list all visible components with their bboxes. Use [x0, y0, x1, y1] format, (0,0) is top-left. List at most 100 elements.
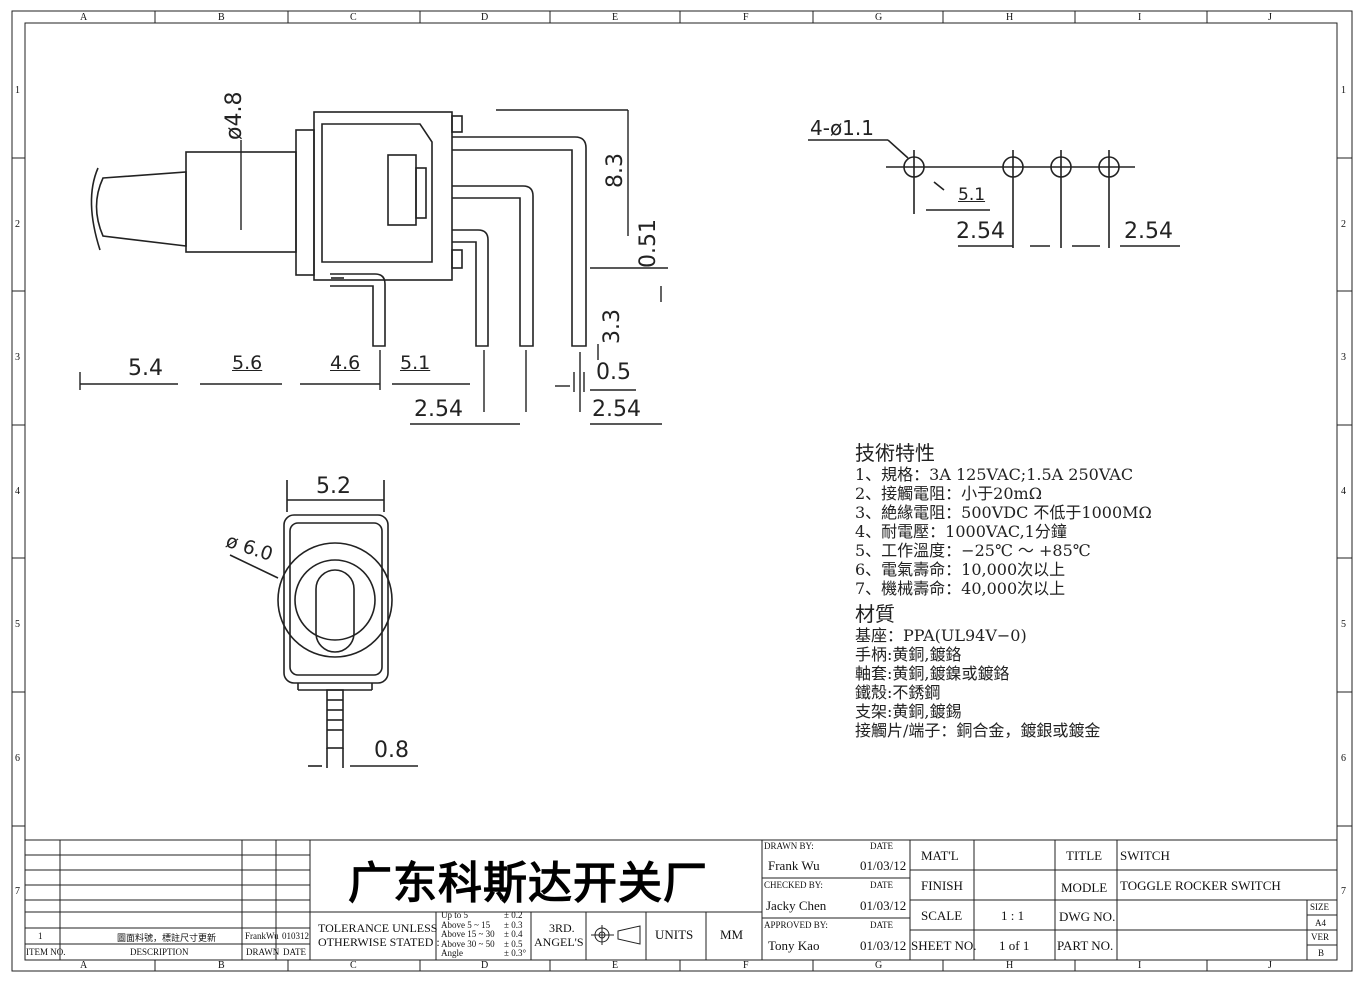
col-label: A: [80, 960, 88, 971]
dim-hole-254-right: 2.54: [1124, 219, 1173, 244]
rev-description: 圖面料號，標註尺寸更新: [117, 933, 217, 943]
tol-value: ± 0.3: [504, 919, 523, 930]
tol-value: ± 0.3°: [504, 948, 527, 959]
col-label: J: [1268, 960, 1272, 971]
row-label: 1: [1341, 85, 1346, 96]
side-view-dim-lines: [79, 109, 668, 425]
material-item: 鐵殼:不銹鋼: [855, 683, 941, 702]
sheet-value: 1 of 1: [999, 938, 1030, 953]
outer-border: [11, 10, 1353, 972]
model-value: TOGGLE ROCKER SWITCH: [1120, 878, 1281, 893]
row-label: 6: [15, 753, 20, 764]
col-label: I: [1138, 12, 1142, 23]
size-value: A4: [1315, 918, 1326, 928]
row-label: 4: [1341, 486, 1346, 497]
item-no-header: ITEM NO.: [26, 947, 66, 957]
matl-label: MAT'L: [921, 848, 959, 863]
spec-item: 5、工作溫度：−25℃ ～ +85℃: [855, 541, 1091, 560]
spec-item: 4、耐電壓：1000VAC,1分鐘: [855, 522, 1067, 541]
dim-08: 0.8: [374, 738, 409, 763]
dim-254-left: 2.54: [414, 397, 463, 422]
tolerance-ranges: Up to 5 Above 5 ~ 15 Above 15 ~ 30 Above…: [441, 910, 495, 959]
col-label: E: [612, 960, 619, 971]
dim-hole-51: 5.1: [958, 185, 986, 205]
row-label: 3: [15, 352, 20, 363]
approved-date: 01/03/12: [860, 938, 907, 953]
tol-range: Angle: [441, 948, 463, 959]
sheet-label: SHEET NO.: [911, 938, 977, 953]
company-name: 广东科斯达开关厂: [348, 858, 708, 909]
dim-hole-254-left: 2.54: [956, 219, 1005, 244]
row-label: 4: [15, 486, 20, 497]
row-label: 6: [1341, 753, 1346, 764]
col-label: D: [481, 12, 489, 23]
drawn-header: DRAWN: [246, 947, 280, 957]
drawn-by-label: DRAWN BY:: [764, 841, 814, 851]
tol-value: ± 0.2: [504, 910, 523, 920]
date-label-3: DATE: [870, 920, 893, 930]
date-label-2: DATE: [870, 880, 893, 890]
material-item: 基座：PPA(UL94V−0): [855, 626, 1027, 645]
scale-value: 1 : 1: [1001, 908, 1025, 923]
col-label: I: [1138, 960, 1142, 971]
dim-56: 5.6: [232, 352, 263, 374]
dim-05: 0.5: [596, 360, 631, 385]
row-label: 2: [1341, 219, 1346, 230]
dim-254-right: 2.54: [592, 397, 641, 422]
row-label: 5: [1341, 619, 1346, 630]
tolerance-line1: TOLERANCE UNLESS: [318, 921, 438, 935]
checked-by: Jacky Chen: [766, 898, 827, 913]
row-label: 7: [1341, 886, 1346, 897]
scale-label: SCALE: [921, 908, 963, 923]
tol-range: Above 5 ~ 15: [441, 919, 491, 930]
spec-item: 2、接觸電阻：小于20mΩ: [855, 484, 1042, 503]
side-view-drawing: [90, 111, 587, 347]
finish-label: FINISH: [921, 878, 963, 893]
col-label: F: [743, 960, 749, 971]
col-label: G: [875, 960, 883, 971]
materials-heading: 材質: [855, 602, 895, 626]
spec-item: 3、絶緣電阻：500VDC 不低于1000MΩ: [855, 503, 1152, 522]
row-label: 7: [15, 886, 20, 897]
col-label: H: [1006, 960, 1014, 971]
rev-item: 1: [38, 931, 43, 941]
angle-label-1: 3RD.: [549, 921, 575, 935]
tolerance-line2: OTHERWISE STATED :: [318, 935, 440, 949]
angle-label-2: ANGEL'S: [534, 935, 584, 949]
row-label: 1: [15, 85, 20, 96]
part-no-label: PART NO.: [1057, 938, 1114, 953]
dim-051: 0.51: [636, 219, 661, 268]
ver-label: VER: [1311, 932, 1329, 942]
row-label: 3: [1341, 352, 1346, 363]
size-label: SIZE: [1310, 902, 1329, 912]
dim-51: 5.1: [400, 352, 431, 374]
model-label: MODLE: [1061, 880, 1108, 895]
title-value: SWITCH: [1120, 848, 1170, 863]
material-item: 手柄:黄銅,鍍鉻: [855, 645, 962, 664]
approved-by: Tony Kao: [768, 938, 820, 953]
checked-date: 01/03/12: [860, 898, 907, 913]
tolerance-values: ± 0.2 ± 0.3 ± 0.4 ± 0.5 ± 0.3°: [504, 910, 527, 959]
drawn-by: Frank Wu: [768, 858, 820, 873]
col-label: G: [875, 12, 883, 23]
col-label: B: [218, 960, 225, 971]
front-view-drawing: [229, 480, 418, 768]
spec-item: 1、規格：3A 125VAC;1.5A 250VAC: [855, 465, 1134, 484]
material-item: 接觸片/端子：銅合金，鍍銀或鍍金: [855, 721, 1101, 740]
tol-range: Above 30 ~ 50: [441, 938, 495, 949]
spec-item: 7、機械壽命：40,000次以上: [855, 579, 1066, 598]
dim-holes: 4-ø1.1: [810, 116, 874, 140]
title-label: TITLE: [1066, 848, 1103, 863]
rev-drawn: FrankWu: [245, 931, 279, 941]
col-label: B: [218, 12, 225, 23]
row-label: 5: [15, 619, 20, 630]
units-value: MM: [720, 927, 744, 942]
material-item: 軸套:黄銅,鍍鎳或鍍鉻: [855, 664, 1010, 683]
date-header: DATE: [283, 947, 306, 957]
col-label: J: [1268, 12, 1272, 23]
col-label: H: [1006, 12, 1014, 23]
rev-date: 010312: [282, 931, 309, 941]
tol-range: Up to 5: [441, 910, 468, 920]
dim-33: 3.3: [600, 309, 625, 344]
description-header: DESCRIPTION: [130, 947, 189, 957]
